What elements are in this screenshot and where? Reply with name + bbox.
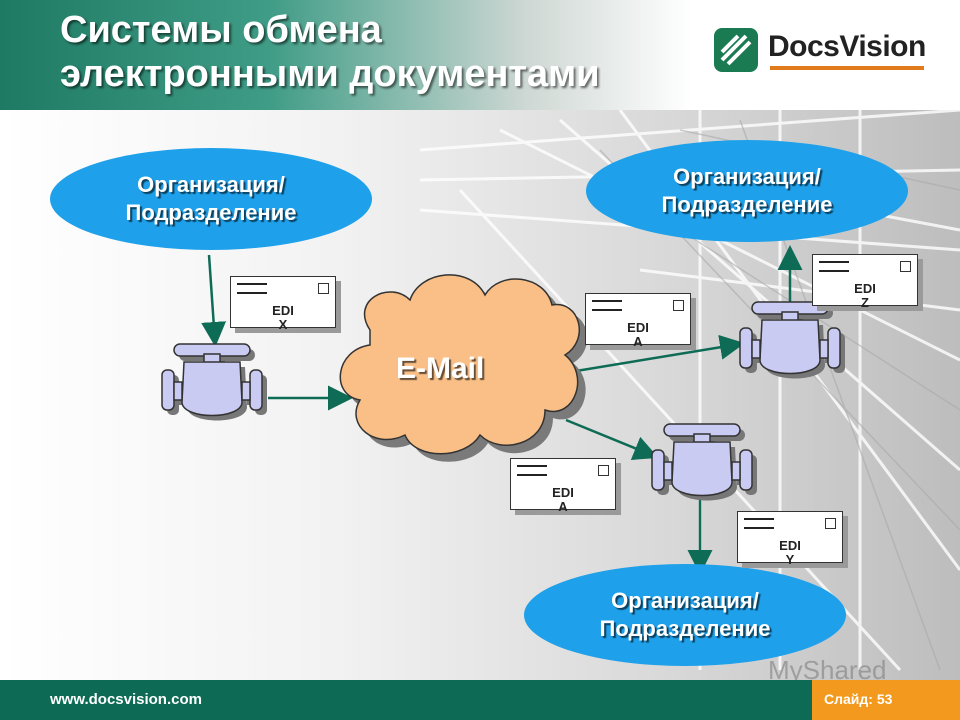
stamp-icon: [825, 518, 836, 529]
chair-icon: [162, 344, 267, 421]
envelope-line2: Z: [813, 295, 917, 310]
chair-icon: [740, 302, 845, 379]
envelope-edi-x: EDI X: [230, 276, 336, 328]
slide-number-box: Слайд: 53: [812, 680, 960, 720]
envelope-edi-a-bottom: EDI A: [510, 458, 616, 510]
envelope-edi-z: EDI Z: [812, 254, 918, 306]
slide-number: Слайд: 53: [824, 691, 892, 707]
stamp-icon: [318, 283, 329, 294]
envelope-line1: EDI: [511, 485, 615, 500]
envelope-line1: EDI: [813, 281, 917, 296]
envelope-icon: [744, 518, 774, 529]
slide-footer: www.docsvision.com Слайд: 53: [0, 680, 960, 720]
envelope-icon: [592, 300, 622, 311]
stamp-icon: [900, 261, 911, 272]
footer-url-link[interactable]: www.docsvision.com: [50, 691, 202, 708]
stamp-icon: [673, 300, 684, 311]
chair-icon: [652, 424, 757, 501]
envelope-icon: [237, 283, 267, 294]
stamp-icon: [598, 465, 609, 476]
envelope-line2: A: [511, 499, 615, 514]
envelope-icon: [517, 465, 547, 476]
envelope-line1: EDI: [738, 538, 842, 553]
envelope-edi-a-top: EDI A: [585, 293, 691, 345]
envelope-line1: EDI: [586, 320, 690, 335]
envelope-line2: Y: [738, 552, 842, 567]
envelope-edi-y: EDI Y: [737, 511, 843, 563]
envelope-icon: [819, 261, 849, 272]
envelope-line2: X: [231, 317, 335, 332]
envelope-line1: EDI: [231, 303, 335, 318]
envelope-line2: A: [586, 334, 690, 349]
